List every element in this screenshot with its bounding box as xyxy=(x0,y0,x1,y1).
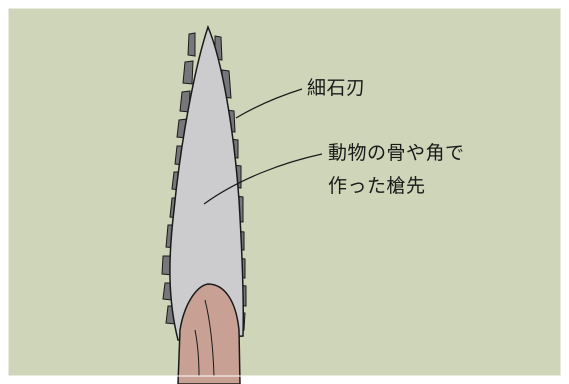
microblade xyxy=(187,32,196,57)
spearhead-label-line2: 作った槍先 xyxy=(328,175,426,197)
microblade-label: 細石刃 xyxy=(307,77,366,99)
background-panel xyxy=(8,8,561,376)
microblade-leader-line xyxy=(235,88,303,119)
shaft-grain-line xyxy=(204,299,215,377)
shaft-grain-line xyxy=(194,329,200,377)
spearhead-label-line1: 動物の骨や角で xyxy=(328,142,465,164)
frame-border xyxy=(7,7,562,377)
microblade xyxy=(182,60,194,85)
spear-illustration xyxy=(161,24,247,384)
spearhead-leader-line xyxy=(203,153,323,205)
wooden-shaft xyxy=(177,283,241,384)
